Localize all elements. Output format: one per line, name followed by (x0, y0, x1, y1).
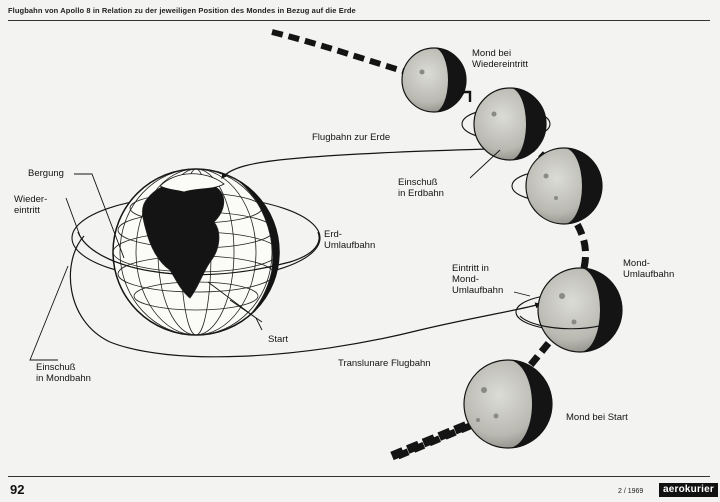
footer-rule (8, 476, 710, 477)
moon-trans-earth (511, 147, 603, 225)
label-reentry-2: eintritt (14, 205, 40, 216)
moon-motion-arrow (390, 419, 472, 461)
label-moon-reentry-2: Wiedereintritt (472, 59, 528, 70)
label-tli-2: in Mondbahn (36, 373, 91, 384)
label-tei-2: in Erdbahn (398, 188, 444, 199)
page-number: 92 (10, 482, 25, 497)
leader-lines (29, 149, 531, 361)
label-moon-start: Mond bei Start (566, 412, 628, 423)
label-tei-1: Einschuß (398, 177, 438, 188)
label-loi-1: Eintritt in (452, 263, 489, 274)
svg-text:Mond- Umlaufbahn: Mond- Umlaufbahn (623, 258, 674, 280)
moon-at-start (463, 359, 553, 449)
label-earth-orbit-2: Umlaufbahn (324, 240, 375, 251)
svg-text:Einschuß in Mondbahn: Einschuß in Mondbahn (36, 362, 91, 384)
label-lunar-orbit-2: Umlaufbahn (623, 269, 674, 280)
svg-text:Einschuß in Erdbahn: Einschuß in Erdbahn (398, 177, 444, 199)
brand-logo: aerokurier (659, 483, 718, 497)
svg-text:Mond bei Wiedereintritt: Mond bei Wiedereintritt (472, 48, 528, 70)
label-loi-3: Umlaufbahn (452, 285, 503, 296)
label-translunar: Translunare Flugbahn (338, 358, 431, 369)
svg-text:Wieder- eintritt: Wieder- eintritt (14, 194, 50, 216)
label-reentry-1: Wieder- (14, 194, 47, 205)
svg-text:Erd- Umlaufbahn: Erd- Umlaufbahn (324, 229, 375, 251)
header-rule (8, 20, 710, 21)
svg-text:Eintritt in Mond- Umla: Eintritt in Mond- Umlaufbahn (452, 263, 503, 296)
return-path (221, 147, 521, 179)
figure-caption: Flugbahn von Apollo 8 in Relation zu der… (8, 6, 356, 15)
earth-globe (112, 168, 280, 336)
moon-lunar-orbit (515, 267, 623, 353)
moon-return (461, 87, 551, 161)
label-start: Start (268, 334, 288, 345)
label-recovery: Bergung (28, 168, 64, 179)
translunar-path (69, 235, 542, 358)
moon-path-incoming (271, 29, 407, 75)
earth-orbit-front (77, 231, 320, 276)
moon-at-reentry (401, 47, 472, 113)
label-moon-reentry-1: Mond bei (472, 48, 511, 59)
label-loi-2: Mond- (452, 274, 479, 285)
issue-label: 2 / 1969 (618, 488, 644, 495)
label-tli-1: Einschuß (36, 362, 76, 373)
label-lunar-orbit-1: Mond- (623, 258, 650, 269)
label-return-path: Flugbahn zur Erde (312, 132, 390, 143)
label-earth-orbit-1: Erd- (324, 229, 342, 240)
